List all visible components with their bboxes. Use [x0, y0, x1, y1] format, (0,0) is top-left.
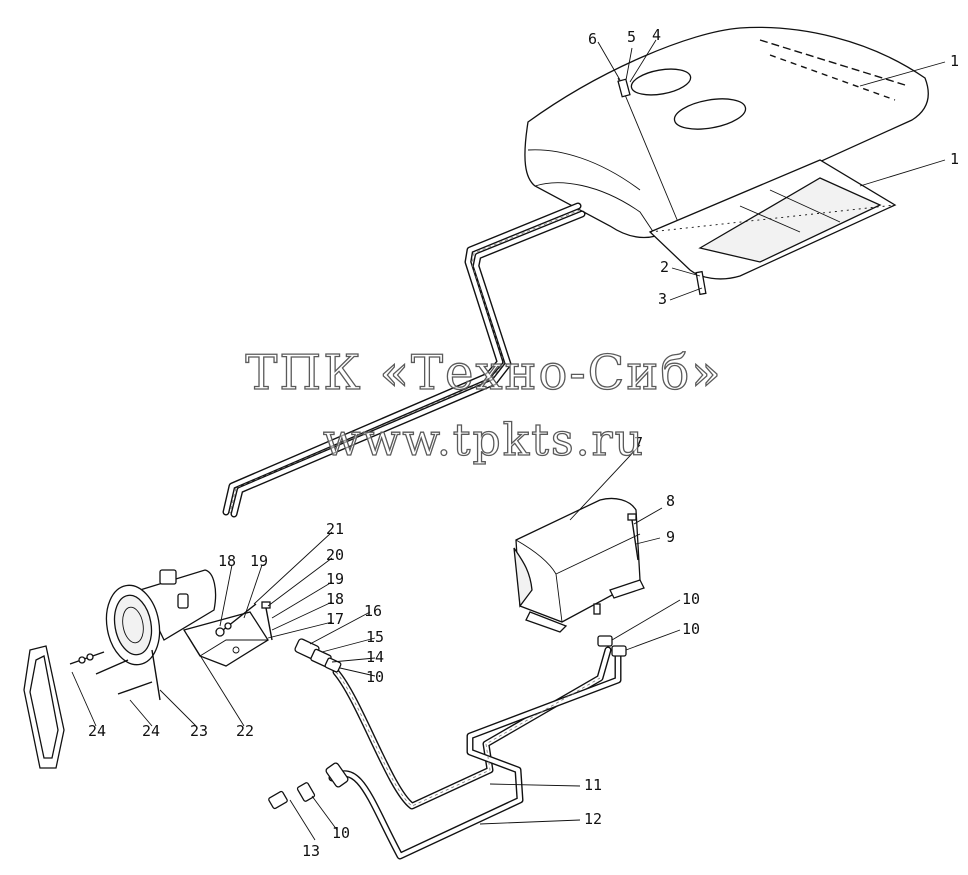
- hose-lower-run: [328, 646, 622, 860]
- valve-assembly-14-16: [294, 638, 342, 673]
- callout-10-d: 10: [332, 824, 350, 842]
- hose-upper-run: [222, 202, 586, 518]
- callout-23: 23: [190, 722, 208, 740]
- callout-12: 12: [584, 810, 602, 828]
- callout-24-b: 24: [88, 722, 106, 740]
- bolt-set-top: [617, 78, 707, 296]
- callout-7: 7: [634, 434, 643, 452]
- callout-5: 5: [627, 28, 636, 46]
- bolt-8-9: [627, 513, 639, 561]
- callout-9: 9: [666, 528, 675, 546]
- callout-1-bottom: 1: [950, 150, 959, 168]
- callout-18-b: 18: [326, 590, 344, 608]
- compressor: [105, 569, 217, 666]
- callout-10-c: 10: [366, 668, 384, 686]
- bolts-23-24: [69, 649, 161, 701]
- callout-22: 22: [236, 722, 254, 740]
- callout-16: 16: [364, 602, 382, 620]
- callout-15: 15: [366, 628, 384, 646]
- callout-labels: 1 1 2 3 4 5 6 7 8 9 10 10 10 10 11 12 13…: [88, 26, 959, 860]
- callout-11: 11: [584, 776, 602, 794]
- bolts-17-21: [215, 601, 273, 641]
- callout-19-a: 19: [250, 552, 268, 570]
- roof-unit-base-tray: [648, 159, 897, 280]
- callout-8: 8: [666, 492, 675, 510]
- callout-6: 6: [588, 30, 597, 48]
- callout-3: 3: [658, 290, 667, 308]
- callout-20: 20: [326, 546, 344, 564]
- callout-24-a: 24: [142, 722, 160, 740]
- callout-10-b: 10: [682, 620, 700, 638]
- fittings-10: [268, 635, 627, 810]
- callout-4: 4: [652, 26, 661, 44]
- callout-13: 13: [302, 842, 320, 860]
- leader-lines: [71, 39, 946, 841]
- watermark-title: ТПК «Техно-Сиб»: [245, 344, 723, 401]
- callout-10-a: 10: [682, 590, 700, 608]
- callout-19-b: 19: [326, 570, 344, 588]
- condenser-box: [513, 497, 645, 633]
- callout-1-top: 1: [950, 52, 959, 70]
- callout-17: 17: [326, 610, 344, 628]
- callout-14: 14: [366, 648, 384, 666]
- callout-2: 2: [660, 258, 669, 276]
- belt: [23, 645, 65, 769]
- callout-21: 21: [326, 520, 344, 538]
- watermark-url: www.tpkts.ru: [322, 414, 645, 466]
- callout-18-a: 18: [218, 552, 236, 570]
